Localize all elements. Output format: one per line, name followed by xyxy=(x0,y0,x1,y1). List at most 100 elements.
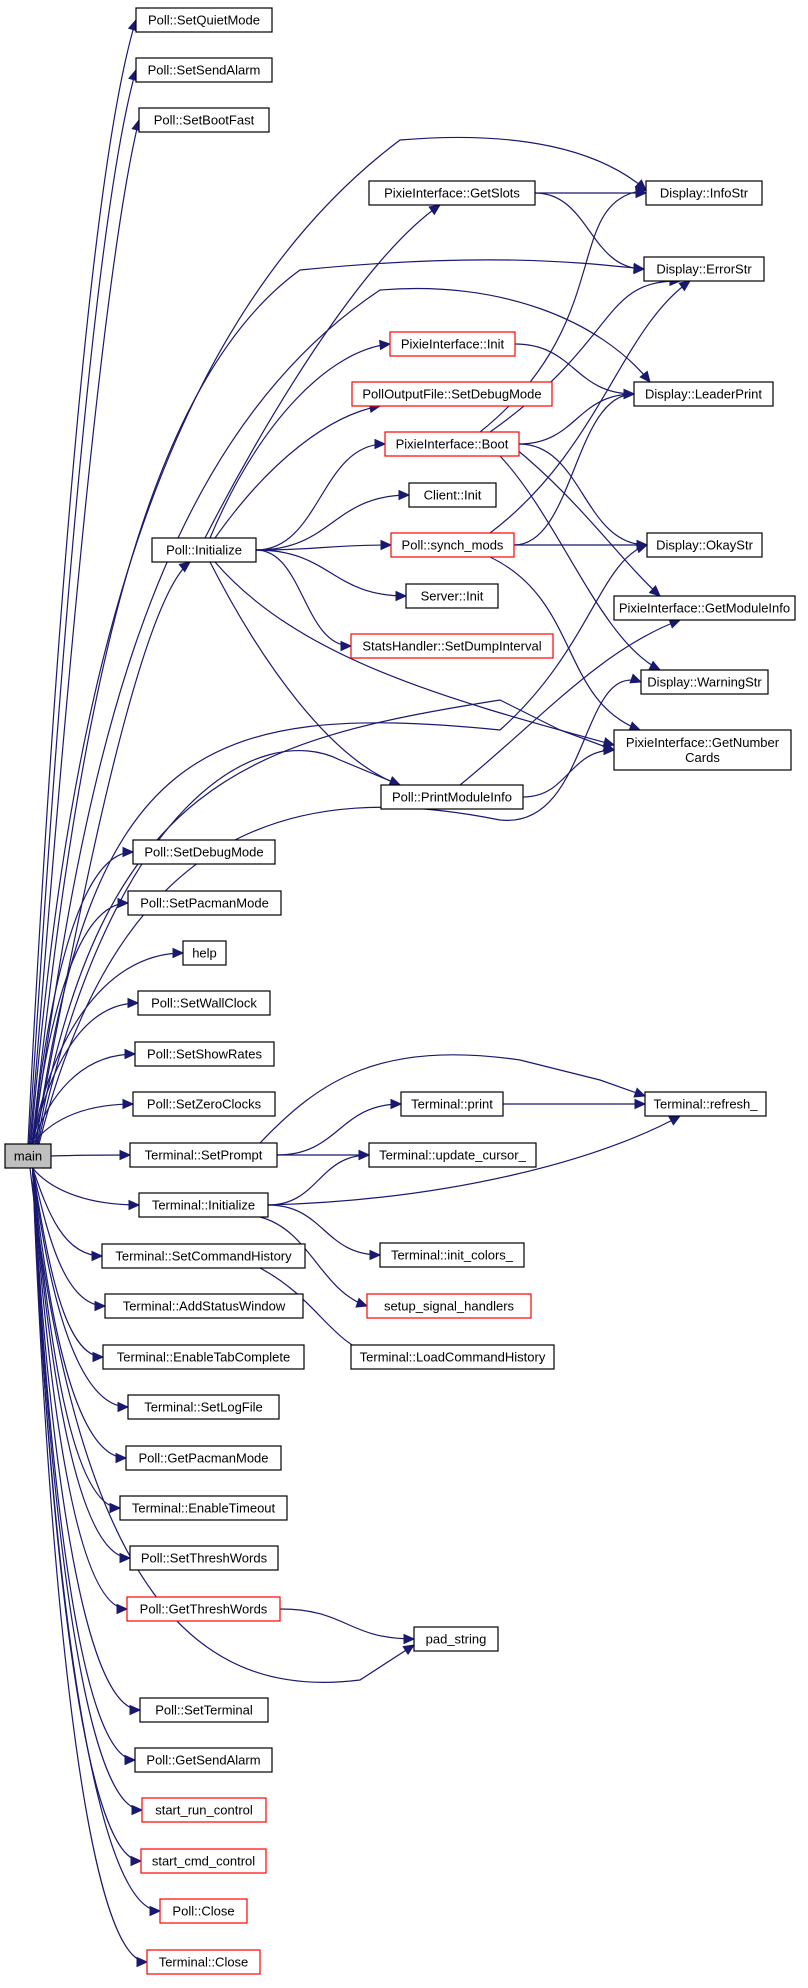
node-start-run-control[interactable]: start_run_control xyxy=(141,1797,267,1823)
node-display-infostr[interactable]: Display::InfoStr xyxy=(645,180,763,206)
edge-pixie-boot-to-display-warningstr xyxy=(499,455,661,671)
node-pixie-boot[interactable]: PixieInterface::Boot xyxy=(384,431,520,457)
node-poll-setterminal[interactable]: Poll::SetTerminal xyxy=(139,1697,269,1723)
node-box xyxy=(102,1344,305,1370)
edge-pixie-getslots-to-display-errorstr xyxy=(534,192,645,270)
edge-terminal-setprompt-to-terminal-print xyxy=(276,1103,402,1156)
node-main[interactable]: main xyxy=(4,1143,52,1169)
node-poll-setdebugmode[interactable]: Poll::SetDebugMode xyxy=(132,839,276,865)
node-poll-getpacmanmode[interactable]: Poll::GetPacmanMode xyxy=(125,1445,282,1471)
node-box xyxy=(138,107,270,133)
arrowhead-main-terminal_addstatuswindow xyxy=(94,1300,107,1312)
node-terminal-setlogfile[interactable]: Terminal::SetLogFile xyxy=(127,1394,280,1420)
node-poll-printmoduleinfo[interactable]: Poll::PrintModuleInfo xyxy=(380,784,524,810)
node-label: Poll::PrintModuleInfo xyxy=(392,790,512,805)
node-terminal-init-colors[interactable]: Terminal::init_colors_ xyxy=(379,1242,525,1268)
arrowhead-terminal_print-terminal_refresh xyxy=(634,1098,647,1110)
edge-pixie-boot-to-display-leaderprint xyxy=(518,393,635,445)
call-edges xyxy=(27,18,691,1968)
node-help[interactable]: help xyxy=(182,940,227,966)
node-terminal-print[interactable]: Terminal::print xyxy=(400,1091,504,1117)
node-poll-synch-mods[interactable]: Poll::synch_mods xyxy=(390,532,515,558)
node-terminal-enabletabcomplete[interactable]: Terminal::EnableTabComplete xyxy=(102,1344,305,1370)
node-poll-setsendalarm[interactable]: Poll::SetSendAlarm xyxy=(135,57,273,83)
node-label: Poll::SetTerminal xyxy=(155,1703,253,1718)
node-poll-setbootfast[interactable]: Poll::SetBootFast xyxy=(138,107,270,133)
arrowhead-terminal_initialize-terminal_refresh xyxy=(668,1115,682,1126)
node-pixie-init[interactable]: PixieInterface::Init xyxy=(389,331,516,357)
node-label: Terminal::Close xyxy=(159,1955,249,1970)
node-pixie-getslots[interactable]: PixieInterface::GetSlots xyxy=(368,180,536,206)
node-box xyxy=(139,1697,269,1723)
node-start-cmd-control[interactable]: start_cmd_control xyxy=(140,1848,267,1874)
node-box xyxy=(129,1545,279,1571)
node-label: Poll::synch_mods xyxy=(402,538,504,553)
edge-main-to-poll-setshowrates xyxy=(32,1053,136,1145)
edge-poll-initialize-to-poll-printmoduleinfo xyxy=(209,561,401,786)
node-client-init[interactable]: Client::Init xyxy=(408,482,497,508)
node-label: Client::Init xyxy=(424,488,482,503)
node-box xyxy=(633,381,774,407)
node-terminal-refresh[interactable]: Terminal::refresh_ xyxy=(644,1091,767,1117)
edge-main-to-display-okaystr xyxy=(35,544,648,1145)
node-poll-setthreshwords[interactable]: Poll::SetThreshWords xyxy=(129,1545,279,1571)
node-terminal-setcommandhistory[interactable]: Terminal::SetCommandHistory xyxy=(101,1243,306,1269)
node-poll-close[interactable]: Poll::Close xyxy=(159,1898,248,1924)
node-box xyxy=(389,331,516,357)
arrowhead-terminal_setprompt-terminal_refresh xyxy=(633,1087,647,1098)
node-box xyxy=(138,1192,269,1218)
node-label: PixieInterface::GetNumber xyxy=(626,735,780,750)
node-server-init[interactable]: Server::Init xyxy=(405,583,499,609)
arrowhead-poll_synch_mods-display_okaystr xyxy=(636,539,649,551)
node-box xyxy=(146,1949,261,1975)
node-terminal-initialize[interactable]: Terminal::Initialize xyxy=(138,1192,269,1218)
node-pad-string[interactable]: pad_string xyxy=(413,1626,499,1652)
node-label: Poll::SetSendAlarm xyxy=(148,63,261,78)
arrowhead-poll_initialize-pixie_boot xyxy=(374,438,387,450)
node-poll-setwallclock[interactable]: Poll::SetWallClock xyxy=(137,990,271,1016)
arrowhead-main-poll_setdebugmode xyxy=(122,846,135,858)
edge-main-to-terminal-enabletabcomplete xyxy=(32,1167,104,1358)
edge-main-to-start-run-control xyxy=(32,1167,143,1811)
arrowhead-main-terminal_enabletabcomplete xyxy=(92,1351,105,1363)
node-poll-initialize[interactable]: Poll::Initialize xyxy=(151,537,257,563)
node-setup-signal-handlers[interactable]: setup_signal_handlers xyxy=(366,1293,532,1319)
node-display-leaderprint[interactable]: Display::LeaderPrint xyxy=(633,381,774,407)
arrowhead-main-poll_setwallclock xyxy=(127,997,140,1009)
node-label: Terminal::refresh_ xyxy=(653,1097,758,1112)
node-label: Display::LeaderPrint xyxy=(645,387,762,402)
node-label: main xyxy=(14,1149,42,1164)
node-poll-getsendalarm[interactable]: Poll::GetSendAlarm xyxy=(134,1747,273,1773)
edge-terminal-setprompt-to-terminal-refresh xyxy=(259,1054,646,1144)
arrowhead-poll_initialize-pixie_init xyxy=(379,339,392,351)
node-terminal-enabletimeout[interactable]: Terminal::EnableTimeout xyxy=(119,1495,288,1521)
node-terminal-update-cursor[interactable]: Terminal::update_cursor_ xyxy=(368,1142,537,1168)
node-terminal-setprompt[interactable]: Terminal::SetPrompt xyxy=(129,1142,278,1168)
node-statshandler-setdumpinterval[interactable]: StatsHandler::SetDumpInterval xyxy=(350,633,554,659)
node-display-warningstr[interactable]: Display::WarningStr xyxy=(640,669,769,695)
node-box xyxy=(384,431,520,457)
node-poll-getthreshwords[interactable]: Poll::GetThreshWords xyxy=(126,1596,281,1622)
edge-poll-initialize-to-pixie-getnumbercards xyxy=(214,561,615,746)
node-terminal-loadcommandhistory[interactable]: Terminal::LoadCommandHistory xyxy=(350,1344,555,1370)
node-poll-setzeroclocks[interactable]: Poll::SetZeroClocks xyxy=(132,1091,276,1117)
node-polloutputfile-setdebugmode[interactable]: PollOutputFile::SetDebugMode xyxy=(351,381,553,407)
node-terminal-addstatuswindow[interactable]: Terminal::AddStatusWindow xyxy=(104,1293,304,1319)
edge-main-to-help xyxy=(32,952,184,1145)
arrowhead-main-poll_setshowrates xyxy=(124,1048,137,1060)
edge-main-to-display-infostr xyxy=(30,136,647,1145)
arrowhead-main-terminal_setprompt xyxy=(119,1149,132,1161)
arrowhead-main-poll_getthreshwords xyxy=(116,1603,129,1615)
node-display-errorstr[interactable]: Display::ErrorStr xyxy=(643,256,765,282)
node-poll-setshowrates[interactable]: Poll::SetShowRates xyxy=(134,1041,275,1067)
node-terminal-close[interactable]: Terminal::Close xyxy=(146,1949,261,1975)
node-poll-setpacmanmode[interactable]: Poll::SetPacmanMode xyxy=(127,890,282,916)
arrowhead-poll_initialize-server_init xyxy=(395,590,408,602)
node-box xyxy=(405,583,499,609)
node-pixie-getmoduleinfo[interactable]: PixieInterface::GetModuleInfo xyxy=(613,595,796,621)
node-poll-setquietmode[interactable]: Poll::SetQuietMode xyxy=(135,7,273,33)
node-display-okaystr[interactable]: Display::OkayStr xyxy=(646,532,763,558)
node-box xyxy=(644,1091,767,1117)
node-box xyxy=(366,1293,532,1319)
